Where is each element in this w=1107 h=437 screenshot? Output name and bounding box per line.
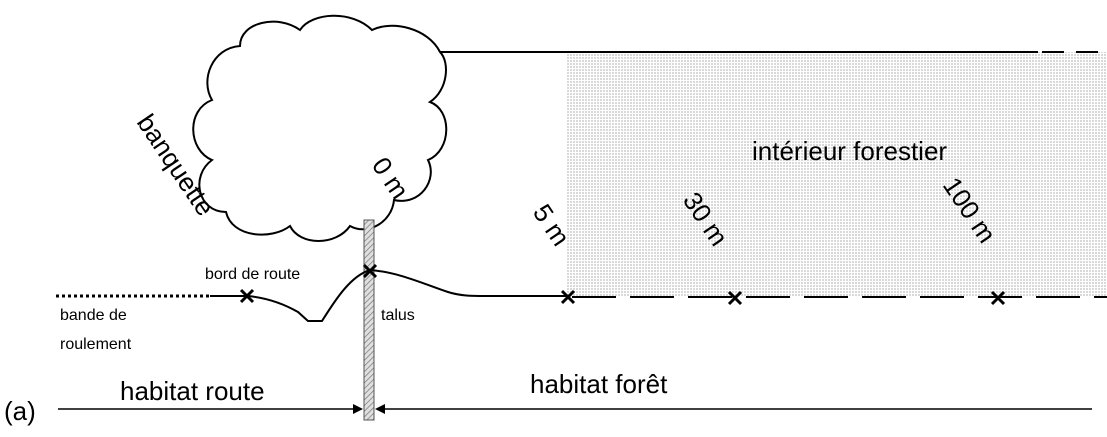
roadway-label-line2: roulement — [60, 336, 132, 353]
roadside-label: bord de route — [205, 266, 300, 283]
interior-label: intérieur forestier — [752, 136, 947, 166]
sample-marker-30m — [727, 290, 743, 306]
sample-marker-5m — [560, 289, 576, 305]
sample-marker-0m — [362, 263, 378, 279]
tree-crown — [192, 14, 448, 242]
roadway-label-line1: bande de — [60, 307, 127, 324]
sample-marker-road — [239, 288, 255, 304]
panel-label: (a) — [4, 396, 36, 426]
habitat-road-label: habitat route — [120, 376, 265, 406]
tree-trunk — [363, 219, 375, 421]
forest-interior-shading — [566, 52, 1107, 296]
axis-arrow-left-pointing — [375, 404, 385, 414]
slope-label: talus — [381, 307, 415, 324]
sample-marker-100m — [990, 290, 1006, 306]
habitat-forest-label: habitat forêt — [530, 369, 668, 399]
axis-arrow-right-pointing — [353, 404, 363, 414]
